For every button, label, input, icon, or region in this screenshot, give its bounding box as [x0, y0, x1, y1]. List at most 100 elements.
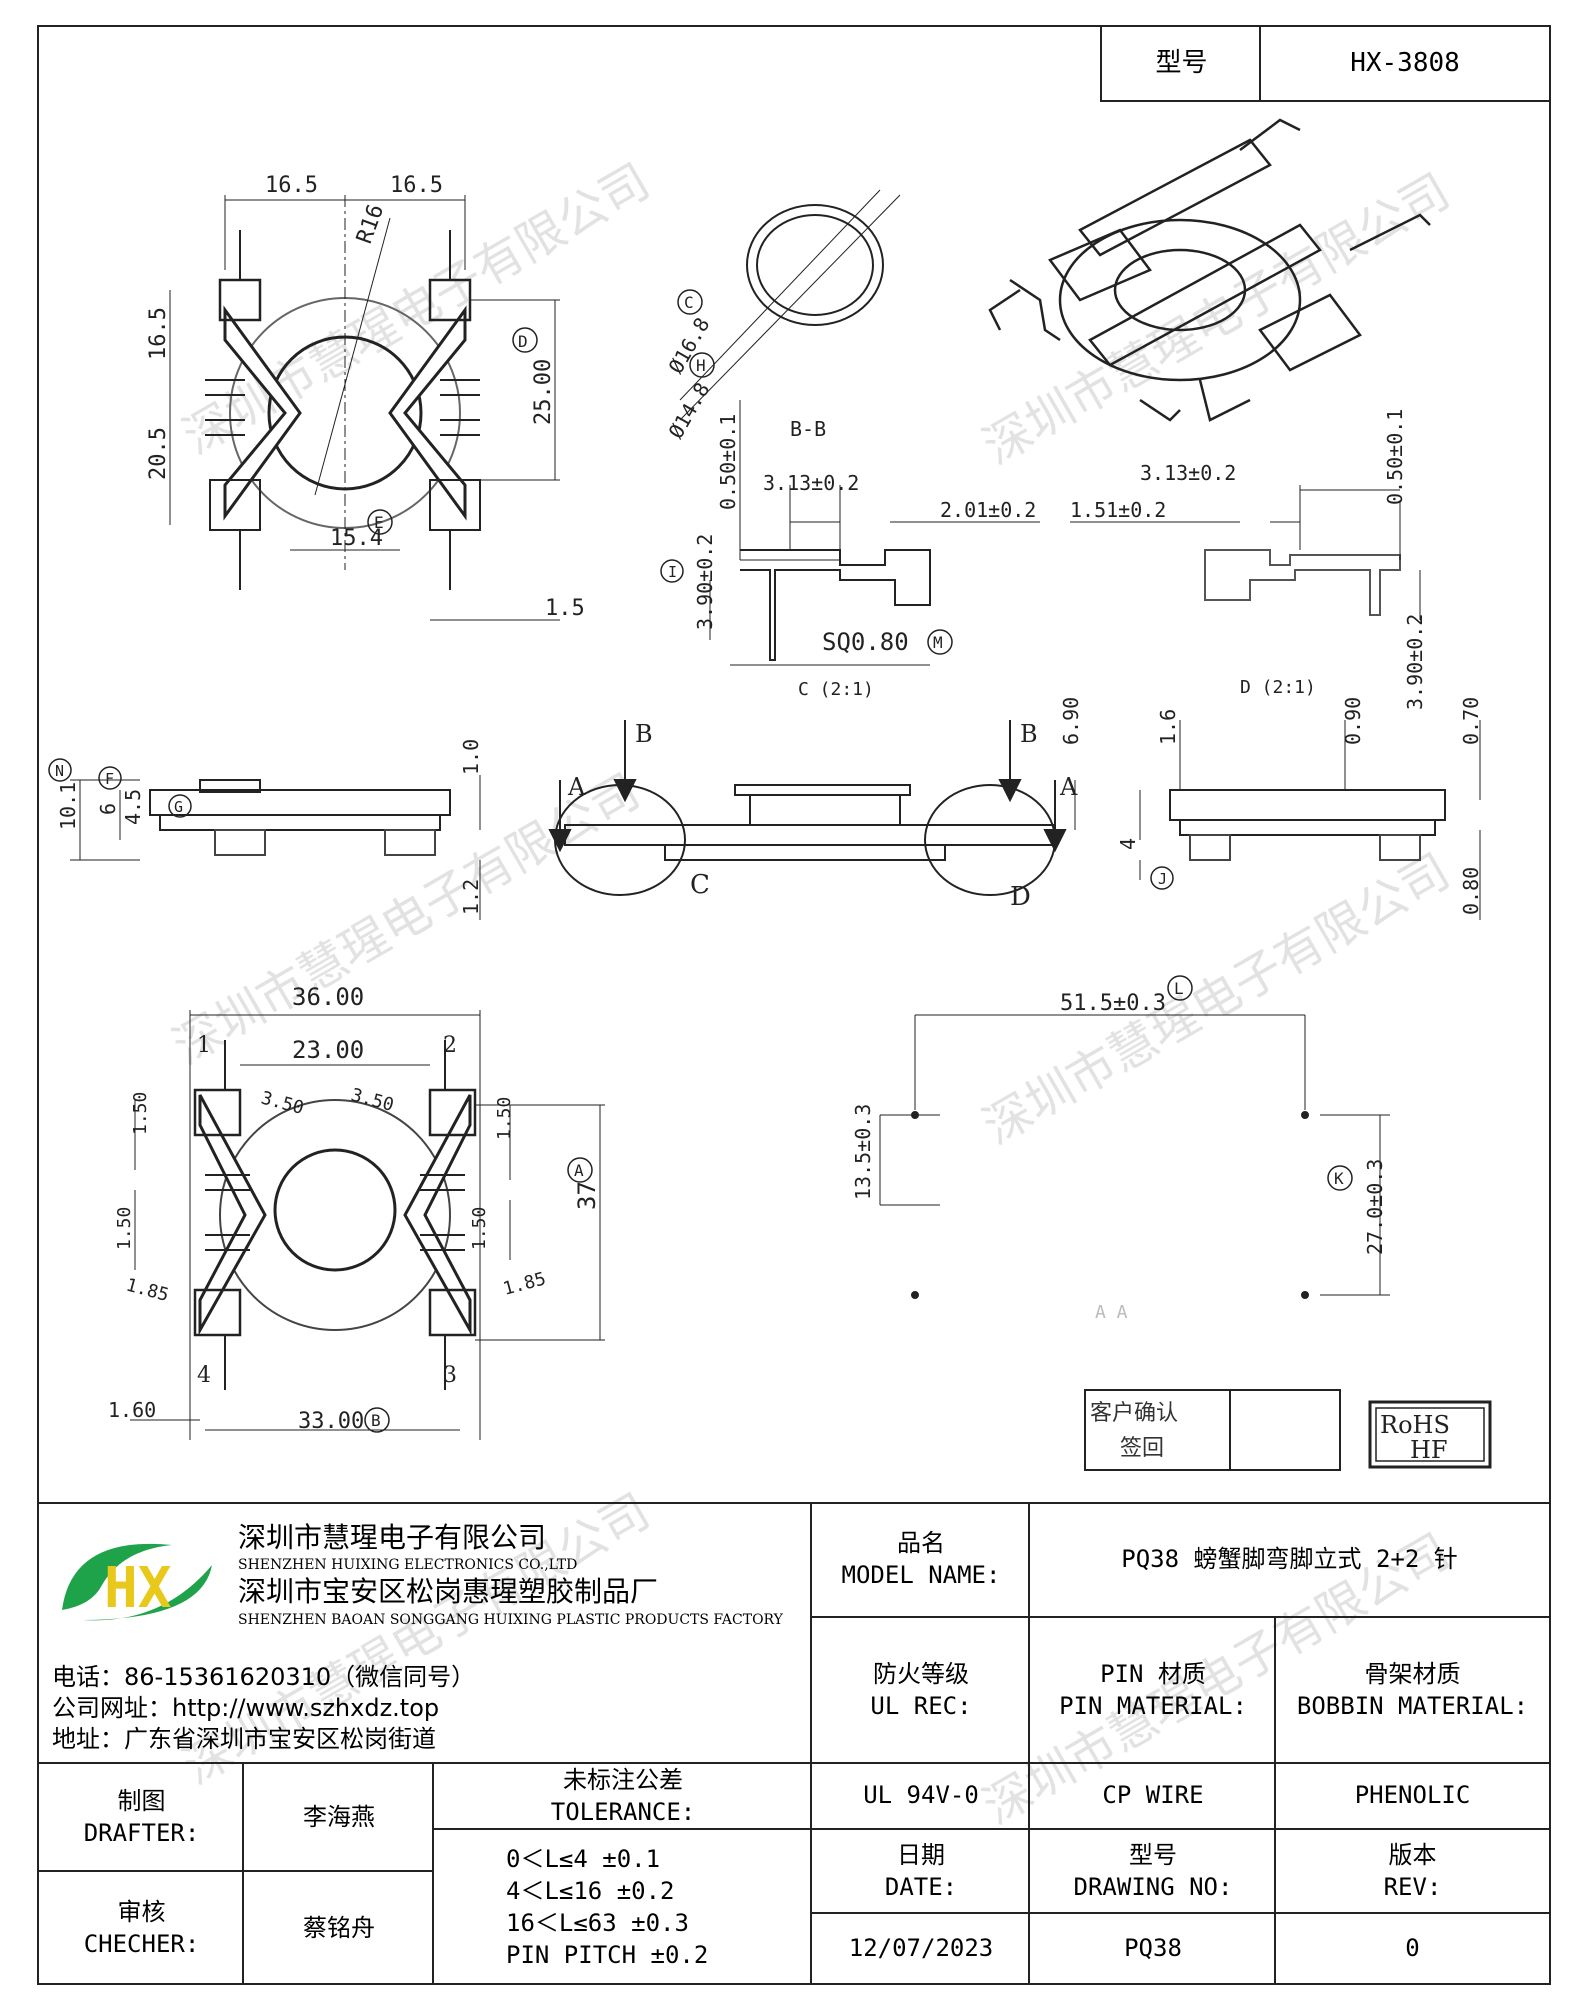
tolerance-label-cell: 未标注公差 TOLERANCE: [432, 1762, 812, 1830]
hf-text: HF [1410, 1436, 1448, 1464]
dim-text: 1.51±0.2 [1070, 498, 1166, 522]
pin-value-cell: CP WIRE [1028, 1762, 1276, 1830]
dim-text: 3.50 [259, 1088, 306, 1120]
date-value: 12/07/2023 [848, 1933, 994, 1962]
pin-cn: PIN 材质 [1100, 1660, 1206, 1688]
website-link[interactable]: 公司网址：http://www.szhxdz.top [52, 1694, 440, 1722]
phone-text: 电话：86-15361620310（微信同号） [52, 1663, 476, 1691]
section-label: B [635, 720, 653, 748]
bottom-view [130, 1010, 605, 1440]
section-label: B [1020, 720, 1038, 748]
dim-text: SQ0.80 [822, 628, 909, 656]
model-label: 型号 [1155, 47, 1208, 78]
tolerance-line: 4＜L≤16 ±0.2 [506, 1876, 675, 1905]
mark-i: I [668, 563, 677, 581]
dim-text: 1.6 [1156, 709, 1180, 745]
pin-number: 4 [197, 1363, 211, 1388]
dim-text: 16.5 [265, 173, 318, 198]
company-info: 深圳市慧瑆电子有限公司 SHENZHEN HUIXING ELECTRONICS… [238, 1520, 798, 1630]
date-en: DATE: [884, 1873, 958, 1901]
date-value-cell: 12/07/2023 [810, 1912, 1030, 1985]
detail-caption: D (2:1) [1240, 677, 1316, 698]
dim-text: 3.13±0.2 [1140, 461, 1236, 485]
tolerance-line: 16＜L≤63 ±0.3 [506, 1908, 689, 1937]
section-label: C [690, 870, 710, 900]
dim-text: 4 [1116, 838, 1140, 850]
date-cn: 日期 [897, 1841, 945, 1869]
dim-text: 27.0±0.3 [1363, 1159, 1387, 1255]
checker-label-cell: 审核 CHECHER: [37, 1870, 244, 1985]
dim-text: 0.90 [1341, 697, 1365, 745]
dim-text: 1.50 [130, 1092, 151, 1135]
drafter-name: 李海燕 [303, 1803, 375, 1831]
pin-number: 1 [197, 1033, 211, 1058]
dim-text: 4.5 [121, 789, 145, 825]
ul-en: UL REC: [870, 1692, 972, 1720]
dim-text: 1.50 [114, 1207, 135, 1250]
mark-k: K [1334, 1169, 1344, 1188]
detail-caption: C (2:1) [798, 679, 874, 700]
company-logo: HX [52, 1525, 222, 1635]
bobbin-en: BOBBIN MATERIAL: [1296, 1692, 1529, 1720]
rev-en: REV: [1383, 1873, 1442, 1901]
tolerance-line: PIN PITCH ±0.2 [506, 1940, 709, 1969]
model-name-cn: 品名 [897, 1529, 945, 1557]
drawing-no-cn: 型号 [1129, 1841, 1177, 1869]
dim-text: 37 [573, 1181, 601, 1210]
drawing-no-value: PQ38 [1124, 1933, 1182, 1962]
dim-text: 1.0 [459, 739, 483, 775]
model-name-value-cell: PQ38 螃蟹脚弯脚立式 2+2 针 [1028, 1502, 1551, 1618]
dim-text: Ø16.8 [664, 313, 715, 377]
dim-text: 1.2 [459, 879, 483, 915]
tolerance-values-cell: 0＜L≤4 ±0.1 4＜L≤16 ±0.2 16＜L≤63 ±0.3 PIN … [432, 1828, 812, 1985]
ul-label-cell: 防火等级 UL REC: [810, 1616, 1030, 1764]
model-name-en: MODEL NAME: [841, 1561, 1001, 1589]
section-label: A [1059, 773, 1078, 801]
contact-info: 电话：86-15361620310（微信同号） 公司网址：http://www.… [52, 1662, 812, 1755]
mark-j: J [1158, 870, 1167, 888]
drafter-name-cell: 李海燕 [242, 1762, 434, 1872]
dim-text: 3.13±0.2 [763, 471, 859, 495]
mark-b: B [371, 1411, 381, 1430]
logo-letters: HX [104, 1556, 171, 1621]
factory-name-en: SHENZHEN BAOAN SONGGANG HUIXING PLASTIC … [238, 1612, 783, 1628]
model-name-label-cell: 品名 MODEL NAME: [810, 1502, 1030, 1618]
dim-text: 0.50±0.1 [716, 414, 740, 510]
drafter-cn: 制图 [117, 1787, 166, 1815]
company-name-cn: 深圳市慧瑆电子有限公司 [238, 1521, 547, 1554]
bobbin-value: PHENOLIC [1354, 1781, 1471, 1809]
side-left-view [70, 775, 481, 920]
detail-c [709, 400, 1040, 666]
dim-text: 10.1 [56, 782, 80, 830]
dim-text: 16.5 [390, 173, 443, 198]
model-value: HX-3808 [1350, 47, 1460, 78]
dim-text: A A [1095, 1302, 1128, 1323]
mark-a: A [574, 1161, 584, 1180]
tolerance-cn: 未标注公差 [563, 1766, 683, 1794]
company-name-en: SHENZHEN HUIXING ELECTRONICS CO.,LTD [238, 1557, 578, 1573]
mark-d: D [518, 332, 528, 351]
confirm-line1: 客户确认 [1090, 1401, 1178, 1426]
dim-text: Ø14.8 [664, 378, 715, 442]
rev-label-cell: 版本 REV: [1274, 1828, 1551, 1914]
drawing-no-en: DRAWING NO: [1073, 1873, 1233, 1901]
drafter-label-cell: 制图 DRAFTER: [37, 1762, 244, 1872]
mark-f: F [105, 770, 114, 788]
drawing-no-label-cell: 型号 DRAWING NO: [1028, 1828, 1276, 1914]
title-block-border [37, 1502, 1551, 1504]
pcb-layout [879, 1014, 1390, 1299]
pin-en: PIN MATERIAL: [1059, 1692, 1247, 1720]
mark-c: C [684, 293, 694, 312]
rev-value-cell: 0 [1274, 1912, 1551, 1985]
dim-text: 1.85 [501, 1268, 548, 1300]
dim-text: 2.01±0.2 [940, 498, 1036, 522]
pin-value: CP WIRE [1102, 1781, 1204, 1809]
mark-g: G [174, 798, 183, 816]
detail-d [1070, 485, 1421, 620]
checker-en: CHECHER: [83, 1929, 200, 1958]
dim-text: 0.80 [1459, 867, 1483, 915]
mark-l: L [1174, 979, 1184, 998]
dim-text: 6.90 [1059, 697, 1083, 745]
technical-drawing: 16.5 16.5 R16 16.5 20.5 25.00 D 15.4 E 1… [48, 118, 1492, 1471]
iso-view [988, 118, 1431, 422]
